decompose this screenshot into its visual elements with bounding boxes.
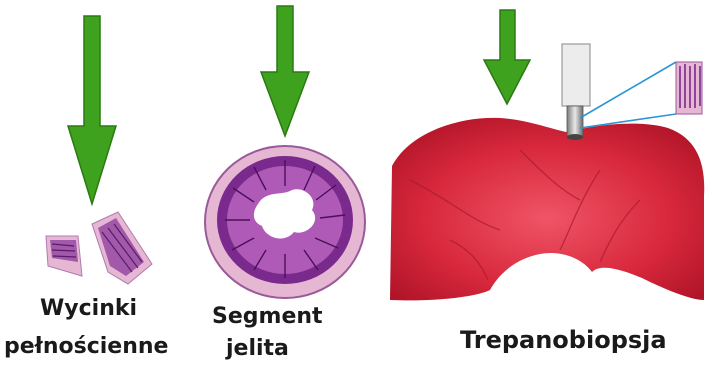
label-full-thickness-line2: pełnościenne xyxy=(4,336,168,358)
callout-lines xyxy=(580,62,676,128)
label-segment-line2: jelita xyxy=(226,338,289,360)
down-arrow-icon xyxy=(261,6,309,136)
tissue-section-icon xyxy=(92,212,152,284)
biopsy-punch-icon xyxy=(562,44,590,140)
label-punch-biopsy: Trepanobiopsja xyxy=(460,328,667,352)
intestine-specimen-image xyxy=(390,118,704,301)
intestine-cross-section-icon xyxy=(205,146,365,298)
label-segment-line1: Segment xyxy=(212,306,323,328)
down-arrow-icon xyxy=(68,16,116,204)
tissue-section-icon xyxy=(46,236,82,276)
tissue-section-icon xyxy=(676,62,702,114)
down-arrow-icon xyxy=(484,10,530,104)
label-full-thickness-line1: Wycinki xyxy=(40,298,137,320)
